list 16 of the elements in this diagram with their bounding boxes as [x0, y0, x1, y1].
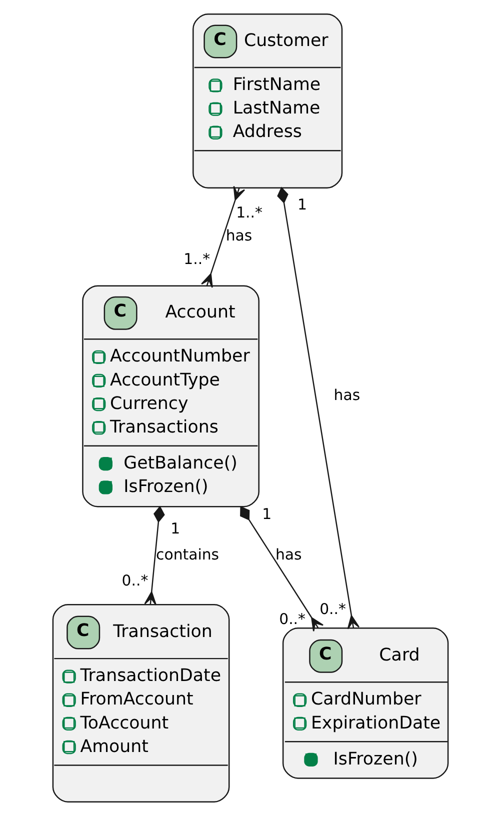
label: 0..* [121, 571, 148, 590]
edge-label: has [274, 544, 302, 563]
edge-label: has [225, 226, 252, 244]
connector [276, 186, 360, 629]
connector [240, 506, 324, 632]
label: 1 [262, 504, 272, 522]
connector [200, 185, 245, 288]
connector [144, 505, 164, 606]
edge-label: has [333, 386, 360, 404]
edge-label: contains [156, 544, 219, 563]
label: 1 [170, 518, 180, 537]
label: 1 [296, 194, 306, 213]
label: 1..* [183, 250, 210, 268]
label: 1..* [236, 202, 262, 221]
label: 0..* [278, 609, 305, 628]
label: 0..* [319, 599, 346, 618]
